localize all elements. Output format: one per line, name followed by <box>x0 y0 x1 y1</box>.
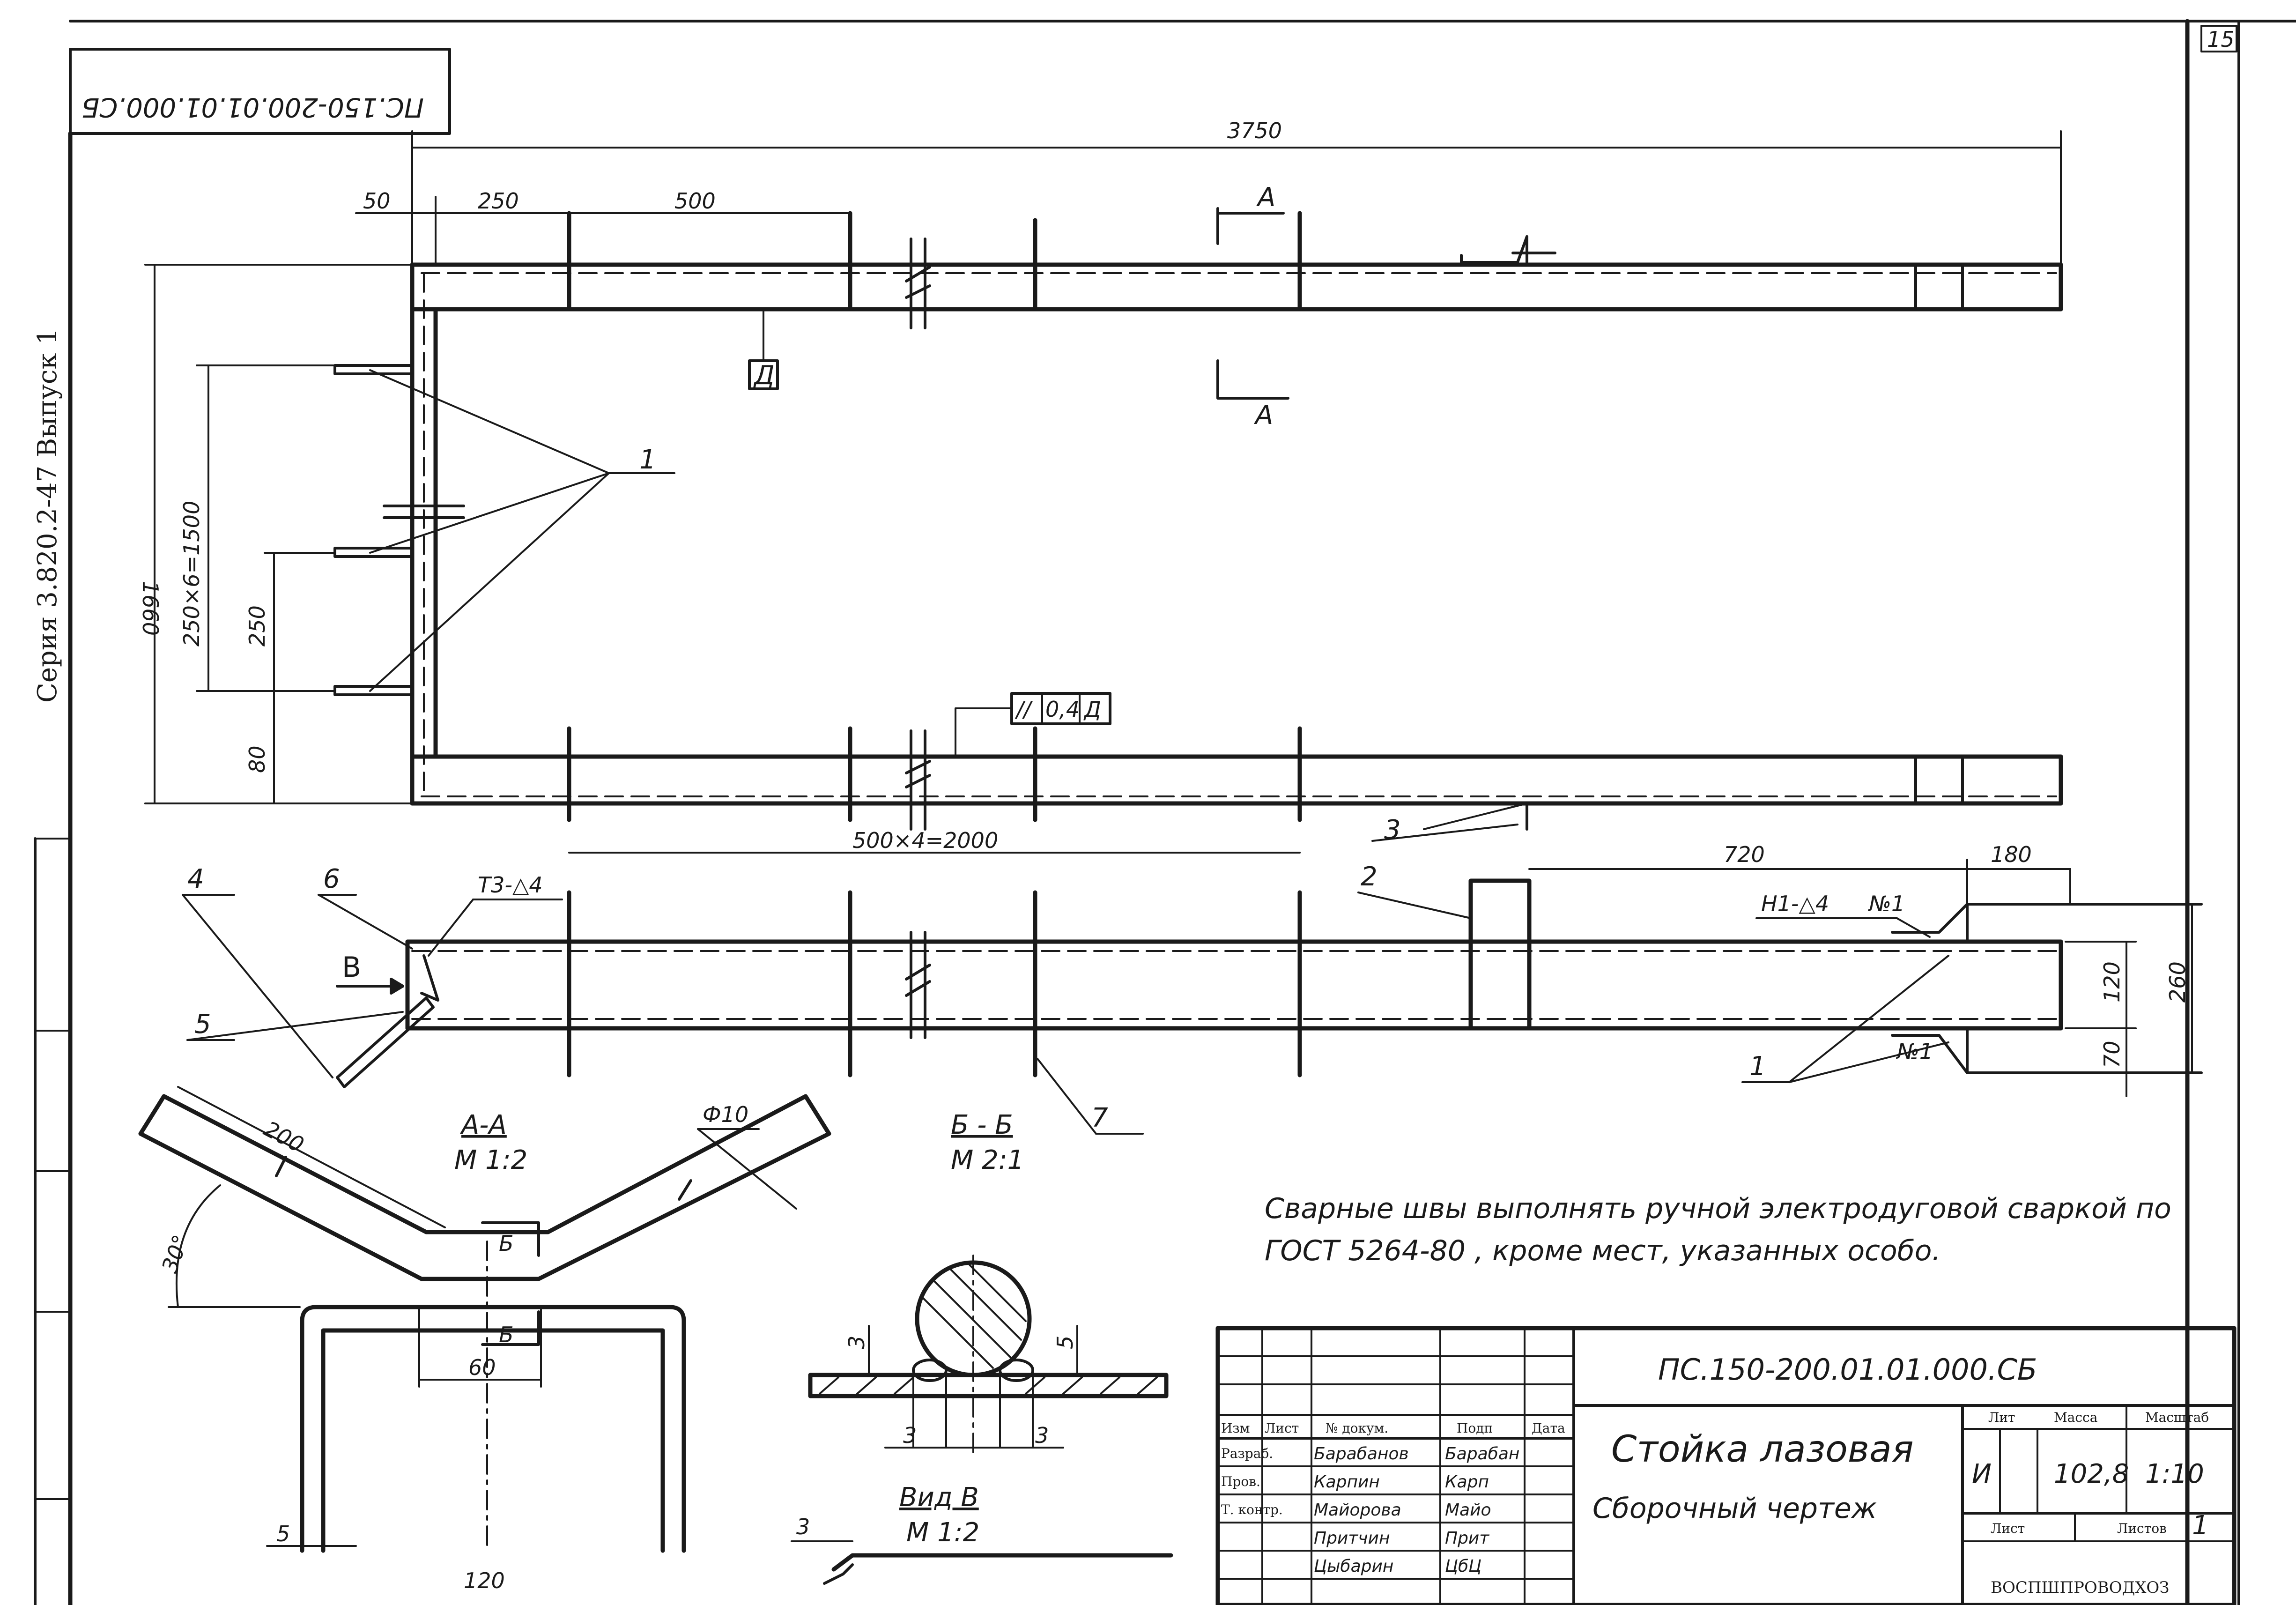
note-line-2: ГОСТ 5264-80 , кроме мест, указанных осо… <box>1265 1234 1941 1267</box>
weld-h1: Н1-△4 <box>1761 891 1829 916</box>
side-dimensions: 720 180 120 70 260 <box>1528 842 2193 1097</box>
tb-header-lit: Лит <box>1988 1410 2015 1425</box>
section-a-bottom: А <box>1254 400 1273 431</box>
tb-title-line-2: Сборочный чертеж <box>1592 1492 1877 1525</box>
tb-header-mass: Масса <box>2054 1410 2097 1425</box>
tb-person-prov: Карпин <box>1314 1472 1380 1492</box>
callout-4-side: 4 <box>187 864 204 894</box>
callout-6: 6 <box>323 864 340 894</box>
tb-role-razrab: Разраб. <box>1221 1446 1273 1461</box>
dim-80: 80 <box>244 745 270 773</box>
dim-70: 70 <box>2099 1040 2125 1068</box>
plan-dimensions: 3750 50 250 500 1660 250×6=1500 250 80 5… <box>138 118 2062 854</box>
tb-person-tkontr: Майорова <box>1314 1501 1401 1520</box>
tb-header-sign: Подп <box>1457 1420 1493 1436</box>
side-view <box>336 878 2203 1088</box>
dim-260: 260 <box>2165 961 2190 1003</box>
datum-label: Д <box>753 360 775 391</box>
tb-person-extra1: Притчин <box>1314 1529 1390 1548</box>
tb-scale-value: 1:10 <box>2145 1459 2204 1489</box>
title-block <box>1215 1326 2237 1605</box>
dim-dia10: Ф10 <box>703 1102 748 1127</box>
tb-sign-extra1: Прит <box>1445 1529 1489 1548</box>
tb-role-tkontr: Т. контр. <box>1221 1502 1283 1517</box>
callout-7: 7 <box>1091 1103 1108 1133</box>
tb-person-extra2: Цыбарин <box>1314 1557 1393 1576</box>
tb-org: ВОСПШПРОВОДХОЗ <box>1991 1578 2170 1597</box>
section-b-bottom: Б <box>499 1322 514 1347</box>
dim-500: 500 <box>674 188 716 214</box>
dim-60: 60 <box>468 1355 496 1380</box>
callout-1: 1 <box>1749 1051 1766 1082</box>
tolerance-datum: Д <box>1083 697 1101 722</box>
plan-view <box>333 211 2063 831</box>
tb-header-docno: № докум. <box>1326 1420 1388 1436</box>
tb-header-scale: Масштаб <box>2145 1410 2209 1425</box>
dim-3-bottom: 3 <box>796 1514 810 1539</box>
tb-header-list: Лист <box>1265 1420 1299 1436</box>
stamp-code-rotated: ПС.150-200.01.01.000.СБ <box>81 92 424 122</box>
view-b-scale: М 1:2 <box>906 1517 979 1548</box>
callout-5: 5 <box>194 1009 211 1040</box>
tb-sign-extra2: ЦбЦ <box>1445 1557 1481 1576</box>
tb-lit-value: И <box>1972 1459 1992 1489</box>
tb-title-line-1: Стойка лазовая <box>1611 1428 1914 1471</box>
dim-3750: 3750 <box>1227 118 1282 143</box>
sheet-frame: 15 <box>34 19 2296 1605</box>
series-text: Серия 3.820.2-47 Выпуск 1 <box>32 328 63 703</box>
tb-sheets-label: Листов <box>2117 1521 2167 1536</box>
note-line-1: Сварные швы выполнять ручной электродуго… <box>1265 1192 2171 1225</box>
dim-5-right: 5 <box>1052 1336 1078 1349</box>
side-callouts: 4 6 Т3-△4 5 2 3 Н1-△4 №1 1 №1 7 В <box>182 802 1949 1135</box>
weld-h1-lower: №1 <box>1896 1039 1933 1064</box>
tb-sheets-value: 1 <box>2192 1510 2209 1541</box>
dim-250: 250 <box>478 188 519 214</box>
tb-person-razrab: Барабанов <box>1314 1444 1409 1464</box>
dim-3-left: 3 <box>844 1336 869 1349</box>
section-a-top: А <box>1256 182 1275 213</box>
callout-4-leaders: 1 <box>369 369 675 692</box>
dim-5: 5 <box>276 1521 290 1546</box>
tolerance-value: 0,4 <box>1045 697 1080 722</box>
section-aa-title: А-А <box>460 1110 507 1140</box>
dim-50: 50 <box>363 188 391 214</box>
section-bb-title: Б - Б <box>951 1110 1013 1140</box>
dim-120-section: 120 <box>464 1568 505 1593</box>
tolerance-symbol: // <box>1015 697 1033 722</box>
dim-180: 180 <box>1991 842 2032 867</box>
dim-250-vert: 250 <box>244 605 270 646</box>
callout-2: 2 <box>1361 862 1378 892</box>
view-b: 3 <box>791 1514 1173 1585</box>
dim-3a: 3 <box>903 1423 917 1448</box>
tb-mass-value: 102,8 <box>2054 1459 2129 1489</box>
weld-h1-suffix: №1 <box>1867 891 1905 916</box>
dim-250x6: 250×6=1500 <box>179 501 204 646</box>
callout-3: 3 <box>1384 815 1401 845</box>
tb-doc-code: ПС.150-200.01.01.000.СБ <box>1658 1352 2037 1387</box>
tb-sign-prov: Карп <box>1445 1472 1489 1492</box>
tb-sheet-label: Лист <box>1991 1521 2025 1536</box>
dim-3b: 3 <box>1035 1423 1049 1448</box>
dim-30deg: 30° <box>157 1232 194 1276</box>
section-b-top: Б <box>499 1231 514 1256</box>
view-b-title: Вид В <box>899 1482 979 1513</box>
page-number: 15 <box>2207 27 2235 52</box>
dim-120-vert: 120 <box>2099 961 2125 1003</box>
tb-sign-razrab: Барабан <box>1445 1444 1519 1464</box>
section-bb: 3 3 3 5 <box>808 1255 1169 1453</box>
dim-720: 720 <box>1724 842 1765 867</box>
tb-role-prov: Пров. <box>1221 1474 1260 1489</box>
dim-500x4: 500×4=2000 <box>852 828 998 853</box>
dim-1660: 1660 <box>138 581 163 636</box>
callout-4: 1 <box>639 445 656 475</box>
section-bb-scale: М 2:1 <box>951 1145 1024 1175</box>
tb-header-date: Дата <box>1532 1420 1565 1436</box>
weld-t3: Т3-△4 <box>478 872 543 898</box>
tb-sign-tkontr: Майо <box>1445 1501 1491 1520</box>
section-aa-scale: М 1:2 <box>454 1145 527 1175</box>
section-markers: А А Д // 0,4 Д <box>748 182 1289 758</box>
view-b-arrow: В <box>342 951 361 984</box>
tb-header-izm: Изм <box>1221 1420 1250 1436</box>
